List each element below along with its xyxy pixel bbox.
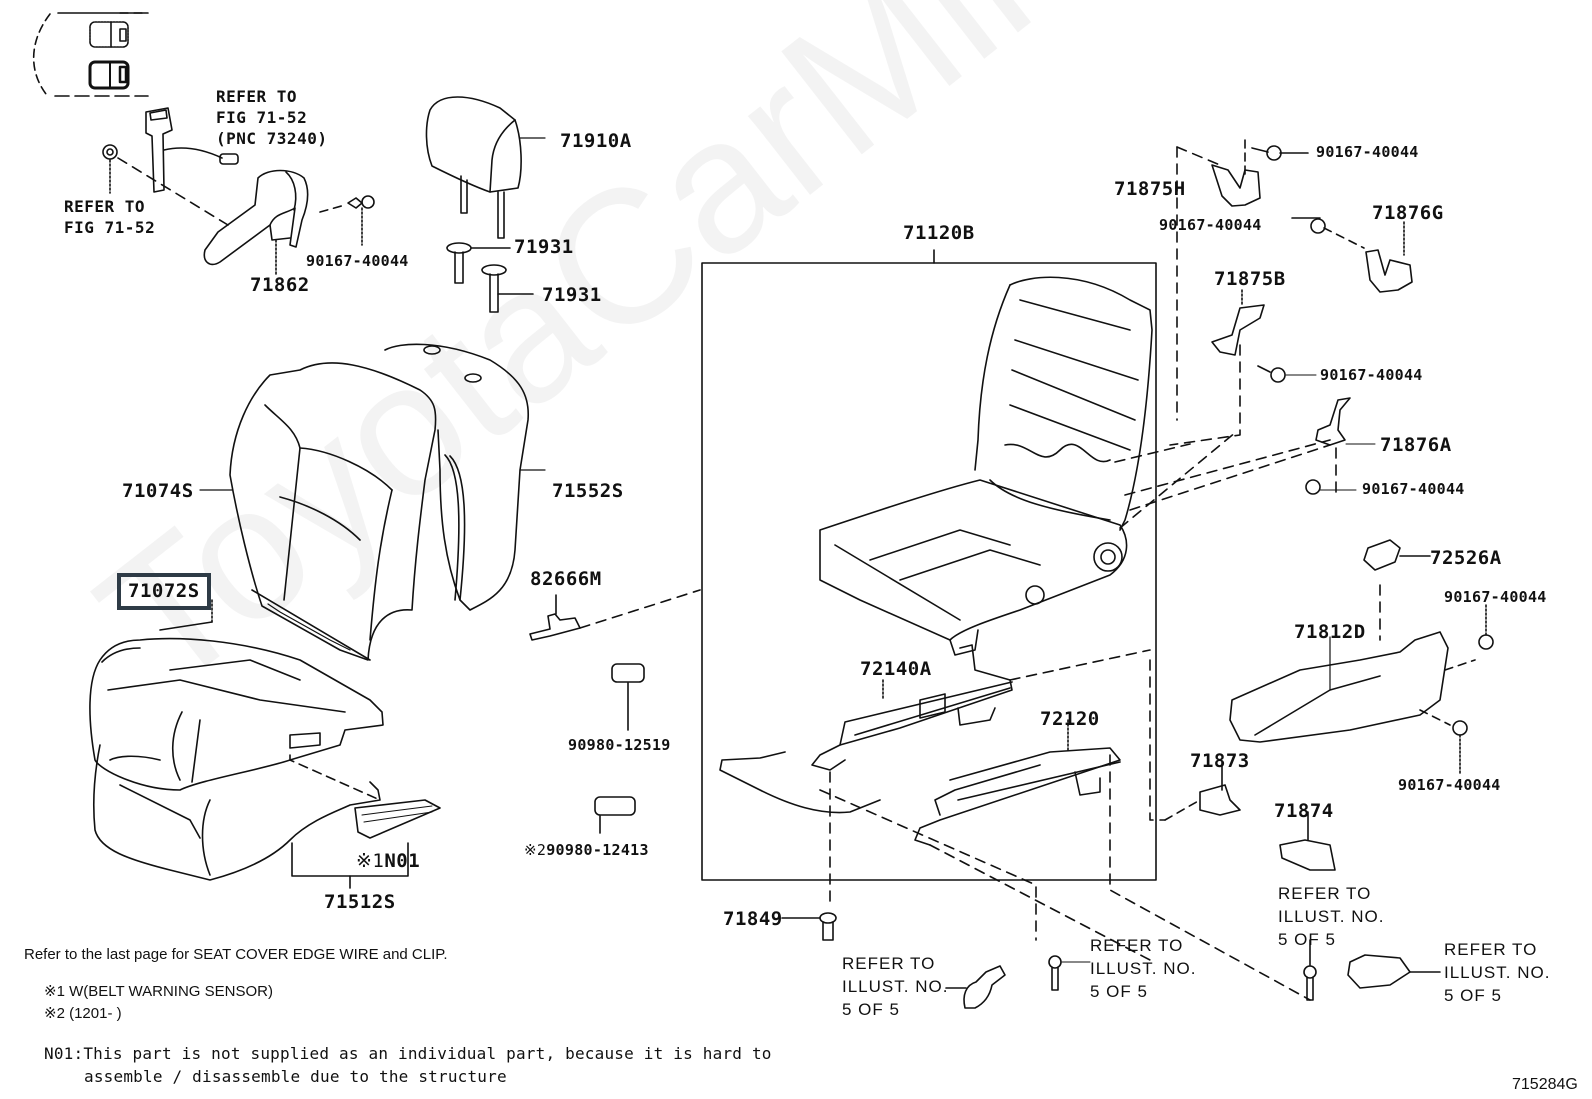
part-label-90167-40044-belt[interactable]: 90167-40044 [306,252,409,270]
part-label-72120[interactable]: 72120 [1040,708,1100,730]
part-label-90167-40044-71875B[interactable]: 90167-40044 [1320,366,1423,384]
note-mark-2: ※2 [524,841,547,859]
part-label-N01-text: N01 [384,850,421,872]
part-label-90167-40044-mid[interactable]: 90167-40044 [1159,216,1262,234]
seat-cushion-drawing [90,600,440,888]
part-label-71931-lower[interactable]: 71931 [542,284,602,306]
reference-illust-5-of-5-c[interactable]: REFER TO ILLUST. NO. 5 OF 5 [1278,884,1385,949]
reference-illust-5-of-5-b[interactable]: REFER TO ILLUST. NO. 5 OF 5 [1090,936,1197,1001]
part-label-71120B[interactable]: 71120B [903,222,975,244]
part-label-90167-40044-71812D-upper[interactable]: 90167-40044 [1444,588,1547,606]
part-label-71873[interactable]: 71873 [1190,750,1250,772]
part-label-71812D[interactable]: 71812D [1294,621,1366,643]
seatback-cover-drawing [200,344,545,660]
part-label-71862[interactable]: 71862 [250,274,310,296]
part-label-71910A[interactable]: 71910A [560,130,632,152]
part-label-72140A[interactable]: 72140A [860,658,932,680]
part-label-72526A[interactable]: 72526A [1430,547,1502,569]
part-label-71874[interactable]: 71874 [1274,800,1334,822]
figure-id: 715284G [1512,1076,1578,1093]
part-label-71512S[interactable]: 71512S [324,891,396,913]
note-edge-wire: Refer to the last page for SEAT COVER ED… [24,946,448,963]
part-label-71072S-highlighted[interactable]: 71072S [117,573,211,610]
note-N01-line2: assemble / disassemble due to the struct… [84,1067,507,1086]
part-label-71875H[interactable]: 71875H [1114,178,1186,200]
part-label-71552S[interactable]: 71552S [552,480,624,502]
seat-belt-buckle-drawing [103,108,374,275]
reference-illust-5-of-5-a[interactable]: REFER TO ILLUST. NO. 5 OF 5 [842,954,949,1019]
part-label-71849[interactable]: 71849 [723,908,783,930]
note-1-belt-warning-sensor: ※1 W(BELT WARNING SENSOR) [44,983,273,1000]
note-mark-1: ※1 [356,850,385,872]
reference-illust-5-of-5-d[interactable]: REFER TO ILLUST. NO. 5 OF 5 [1444,940,1551,1005]
part-label-90167-40044-top[interactable]: 90167-40044 [1316,143,1419,161]
part-label-N01[interactable]: ※1N01 [356,852,420,871]
bottom-fasteners-drawing [782,913,1440,1008]
note-N01-line1: N01:This part is not supplied as an indi… [44,1044,772,1063]
part-label-90167-40044-71812D-lower[interactable]: 90167-40044 [1398,776,1501,794]
part-label-71876G[interactable]: 71876G [1372,202,1444,224]
seat-frame-assembly-drawing [702,250,1330,1000]
part-label-71876A[interactable]: 71876A [1380,434,1452,456]
part-label-90167-40044-71876A[interactable]: 90167-40044 [1362,480,1465,498]
part-label-71931-upper[interactable]: 71931 [514,236,574,258]
part-label-71074S[interactable]: 71074S [122,480,194,502]
headrest-drawing [426,97,545,312]
small-connectors-drawing [530,590,700,833]
right-brackets-drawing [1165,140,1493,870]
part-label-90980-12519[interactable]: 90980-12519 [568,736,671,754]
reference-belt-bolt[interactable]: REFER TO FIG 71-52 [64,197,156,237]
vehicle-seat-location-inset [34,13,148,96]
reference-belt-buckle[interactable]: REFER TO FIG 71-52 (PNC 73240) [216,87,328,148]
note-2-date-range: ※2 (1201- ) [44,1005,122,1022]
part-label-71875B[interactable]: 71875B [1214,268,1286,290]
part-label-90980-12413[interactable]: ※290980-12413 [524,843,649,858]
part-label-82666M[interactable]: 82666M [530,568,602,590]
part-label-90980-12413-text: 90980-12413 [546,841,649,859]
